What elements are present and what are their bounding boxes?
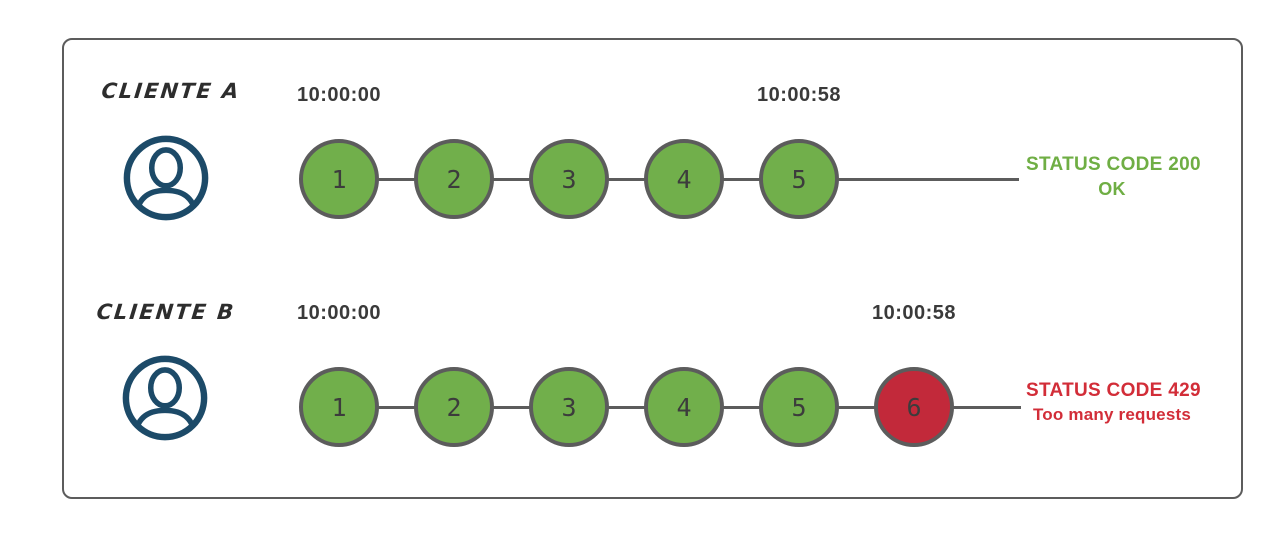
end-time-label: 10:00:58: [871, 302, 957, 324]
user-avatar-icon: [119, 352, 211, 444]
status-code-text: STATUS CODE 200: [1026, 154, 1201, 175]
request-circle-5: 5: [759, 139, 839, 219]
status-message-text: OK: [1098, 179, 1126, 199]
request-circle-2: 2: [414, 367, 494, 447]
client-a-label: CLIENTE A: [100, 79, 242, 103]
status-message-text: Too many requests: [1032, 405, 1191, 424]
request-circle-3: 3: [529, 367, 609, 447]
request-circle-6: 6: [874, 367, 954, 447]
end-time-label: 10:00:58: [756, 84, 842, 106]
client-b-label: CLIENTE B: [95, 300, 237, 324]
start-time-label: 10:00:00: [296, 302, 382, 324]
request-circle-1: 1: [299, 367, 379, 447]
request-circle-3: 3: [529, 139, 609, 219]
start-time-label: 10:00:00: [296, 84, 382, 106]
status-code-text: STATUS CODE 429: [1026, 380, 1201, 401]
status-result: STATUS CODE 200 OK: [1026, 153, 1201, 201]
request-circle-1: 1: [299, 139, 379, 219]
status-result: STATUS CODE 429 Too many requests: [1026, 379, 1201, 427]
user-avatar-icon: [120, 132, 212, 224]
request-circle-4: 4: [644, 367, 724, 447]
request-circle-5: 5: [759, 367, 839, 447]
request-circle-4: 4: [644, 139, 724, 219]
request-circle-2: 2: [414, 139, 494, 219]
